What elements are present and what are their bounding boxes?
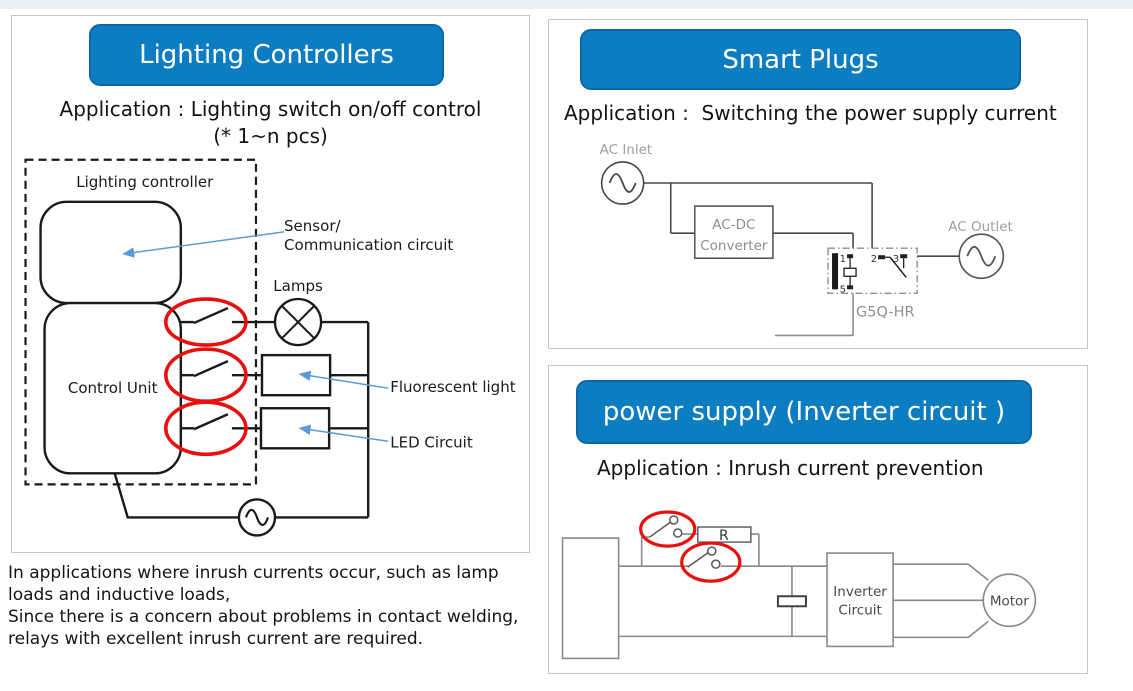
- control-unit-block: [43, 301, 183, 475]
- inverter-label-line1: Inverter: [833, 584, 887, 600]
- led-arrow: [298, 424, 389, 443]
- inverter-circuit-box: [826, 552, 894, 648]
- power-supply-header: power supply (Inverter circuit ): [576, 380, 1032, 444]
- smart-plugs-application-text: Application : Switching the power supply…: [564, 101, 1057, 125]
- resistor-label: R: [719, 528, 729, 544]
- power-wires: [618, 533, 989, 639]
- panel-smart-plugs: Smart Plugs Application : Switching the …: [548, 19, 1088, 349]
- lamp-icon: [273, 297, 323, 347]
- lighting-controllers-title: Lighting Controllers: [139, 40, 394, 70]
- main-switch: [687, 546, 721, 569]
- lighting-controller-label: Lighting controller: [76, 173, 214, 191]
- lighting-controllers-header: Lighting Controllers: [89, 24, 444, 86]
- ac-outlet-label: AC Outlet: [948, 219, 1013, 235]
- red-highlight-ellipse-1: [163, 297, 248, 347]
- lighting-diagram: Lighting controller Control Unit Lamps: [24, 158, 516, 537]
- bottom-return-wire: [113, 473, 239, 519]
- relay-pin5-label: 5: [840, 284, 846, 295]
- ac-dc-converter-box: [693, 205, 774, 260]
- red-highlight-ellipse-3: [163, 400, 248, 457]
- led-label: LED Circuit: [390, 433, 473, 451]
- panel-power-supply: power supply (Inverter circuit ) Applica…: [548, 365, 1088, 674]
- relay-pin2-label: 2: [871, 254, 877, 265]
- fluorescent-arrow: [298, 370, 389, 389]
- control-unit-label: Control Unit: [68, 379, 158, 397]
- power-supply-application-text: Application : Inrush current prevention: [597, 456, 984, 480]
- red-highlight-bypass-switch: [639, 510, 697, 548]
- smart-plugs-title: Smart Plugs: [722, 44, 879, 75]
- smart-plugs-header: Smart Plugs: [580, 29, 1021, 90]
- smart-plugs-diagram: AC Inlet AC-DC Converter 1 5 2 3: [600, 142, 1013, 337]
- power-supply-diagram: R Inverter Circuit Motor: [561, 510, 1037, 660]
- sensor-arrow: [122, 231, 285, 258]
- sensor-label-line2: Communication circuit: [284, 236, 453, 254]
- power-supply-title: power supply (Inverter circuit ): [602, 397, 1006, 427]
- relay-pin3-label: 3: [893, 254, 899, 265]
- footnote-line-4: relays with excellent inrush current are…: [8, 629, 424, 649]
- led-circuit-box: [259, 407, 331, 450]
- footnote-line-1: In applications where inrush currents oc…: [8, 563, 499, 583]
- footnote-line-3: Since there is a concern about problems …: [8, 607, 519, 627]
- ac-inlet-icon: [600, 161, 645, 205]
- fluorescent-label: Fluorescent light: [390, 378, 515, 396]
- relay-pin5-terminal: [847, 285, 854, 290]
- motor-icon: [982, 573, 1037, 628]
- lamp-row-wires: [180, 306, 369, 325]
- relay-pin3-terminal: [900, 254, 908, 259]
- converter-label-line1: AC-DC: [712, 217, 755, 233]
- footnote-line-2: loads and inductive loads,: [8, 585, 231, 605]
- capacitor-symbol: [776, 595, 807, 608]
- ac-inlet-label: AC Inlet: [600, 142, 653, 158]
- converter-label-line2: Converter: [700, 238, 768, 254]
- motor-label: Motor: [990, 593, 1029, 609]
- relay-contact-blade: [889, 256, 907, 278]
- footnote-text: In applications where inrush currents oc…: [8, 562, 553, 650]
- sensor-block: [39, 200, 183, 305]
- fluorescent-light-box: [260, 353, 332, 397]
- relay-pin2-terminal: [878, 255, 886, 260]
- relay-contact-highlights: [163, 297, 248, 457]
- panel-lighting-controllers: Lighting Controllers Application : Light…: [11, 15, 530, 553]
- relay-coil-symbol: [843, 267, 857, 277]
- relay-coil-bar: [832, 253, 839, 290]
- ac-source-icon: [237, 498, 277, 537]
- resistor-box: [697, 526, 752, 543]
- inverter-label-line2: Circuit: [838, 602, 881, 618]
- lamps-label: Lamps: [273, 277, 323, 295]
- bypass-switch: [649, 515, 683, 538]
- relay-pin1-label: 1: [840, 254, 846, 265]
- power-source-block: [561, 537, 620, 660]
- smartplug-wires: [643, 182, 960, 258]
- sensor-label-line1: Sensor/: [284, 217, 341, 235]
- lighting-application-text: Application : Lighting switch on/off con…: [59, 97, 482, 148]
- callout-arrows: [122, 231, 389, 443]
- relay-coil-return-wire: [774, 293, 854, 337]
- relay-model-label: G5Q-HR: [856, 304, 915, 320]
- ac-outlet-icon: [958, 233, 1005, 280]
- red-highlight-main-switch: [680, 541, 742, 583]
- top-strip: [0, 0, 1133, 9]
- relay-pin1-terminal: [847, 254, 854, 259]
